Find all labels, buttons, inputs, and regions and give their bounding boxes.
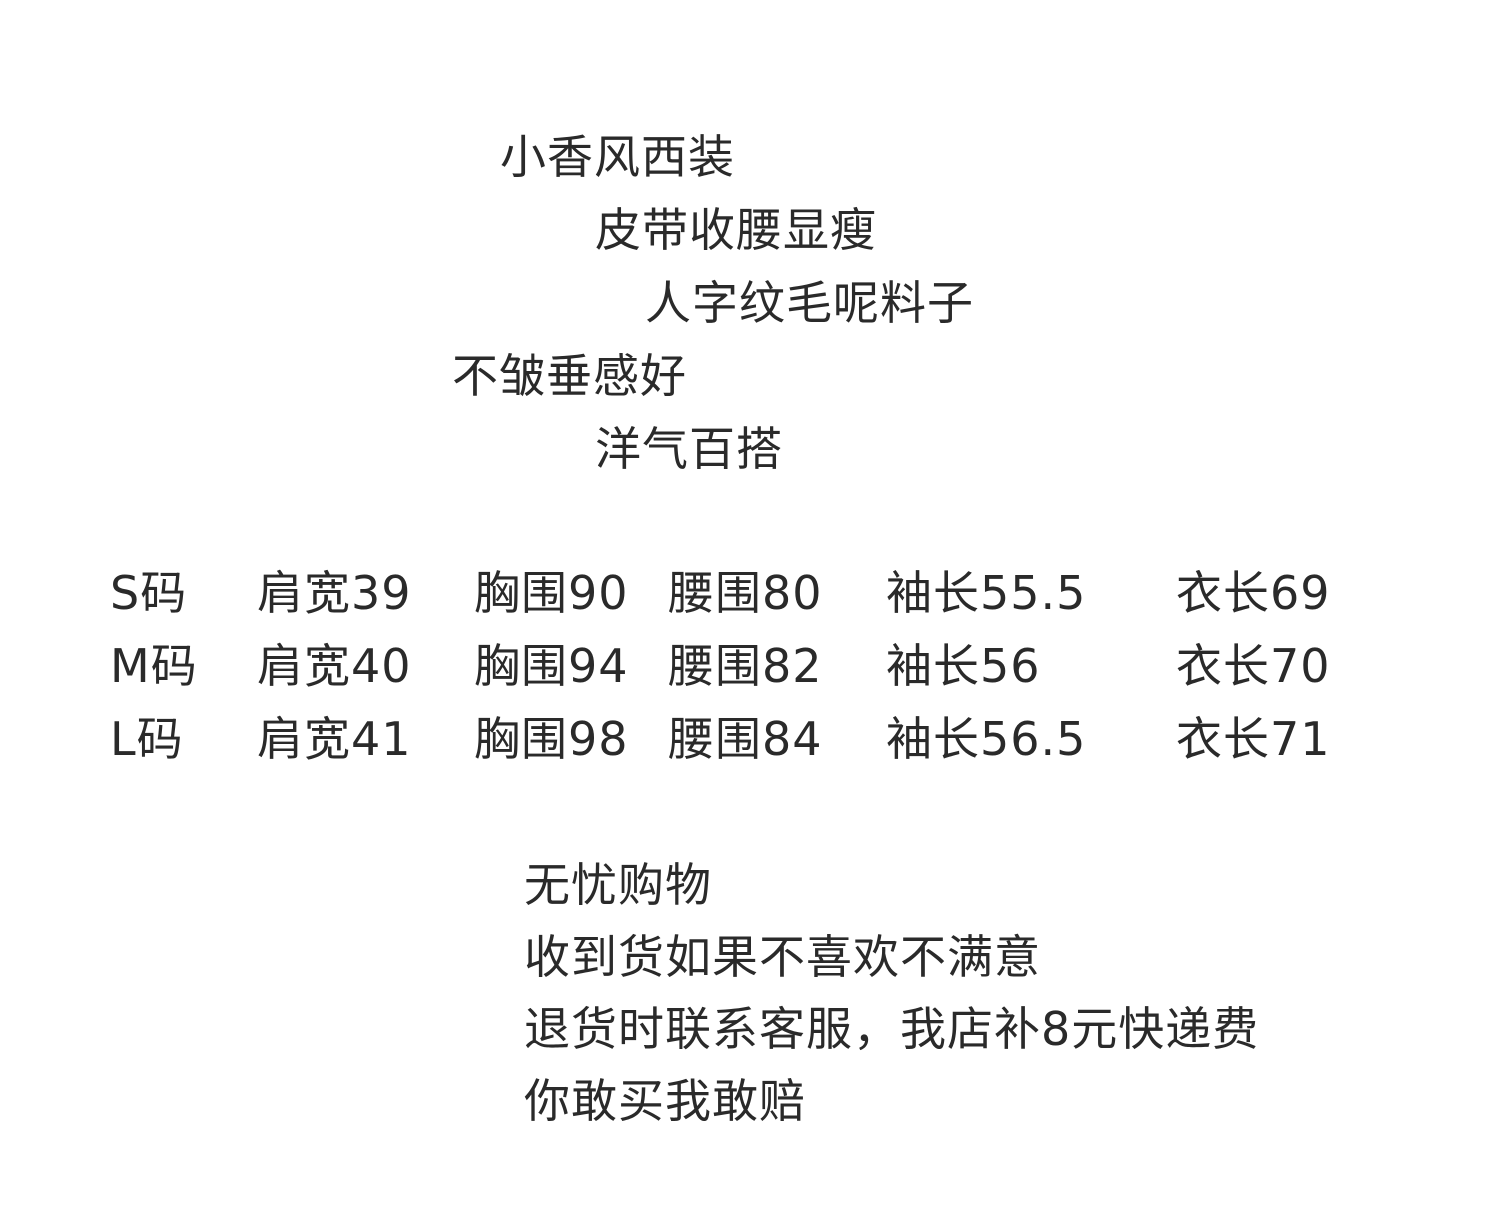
- garment-length: 衣长69: [1176, 566, 1331, 620]
- shoulder-width: 肩宽39: [257, 566, 412, 620]
- waist: 腰围84: [668, 712, 823, 766]
- bust: 胸围94: [474, 639, 629, 693]
- shoulder-width: 肩宽41: [257, 712, 412, 766]
- sleeve-length: 袖长56: [886, 639, 1041, 693]
- shoulder-width: 肩宽40: [257, 639, 412, 693]
- guarantee-line-3: 退货时联系客服，我店补8元快递费: [524, 1002, 1260, 1056]
- bust: 胸围90: [474, 566, 629, 620]
- garment-length: 衣长71: [1176, 712, 1331, 766]
- guarantee-line-4: 你敢买我敢赔: [524, 1074, 806, 1128]
- bust: 胸围98: [474, 712, 629, 766]
- feature-line-2: 皮带收腰显瘦: [595, 203, 877, 257]
- feature-line-3: 人字纹毛呢料子: [645, 276, 974, 330]
- size-label: M码: [110, 639, 198, 693]
- size-label: L码: [110, 712, 184, 766]
- guarantee-line-1: 无忧购物: [524, 858, 712, 912]
- guarantee-line-2: 收到货如果不喜欢不满意: [524, 930, 1041, 984]
- feature-line-4: 不皱垂感好: [452, 349, 687, 403]
- feature-line-1: 小香风西装: [500, 130, 735, 184]
- waist: 腰围80: [668, 566, 823, 620]
- sleeve-length: 袖长55.5: [886, 566, 1087, 620]
- size-label: S码: [110, 566, 188, 620]
- feature-line-5: 洋气百搭: [595, 422, 783, 476]
- sleeve-length: 袖长56.5: [886, 712, 1087, 766]
- garment-length: 衣长70: [1176, 639, 1331, 693]
- waist: 腰围82: [668, 639, 823, 693]
